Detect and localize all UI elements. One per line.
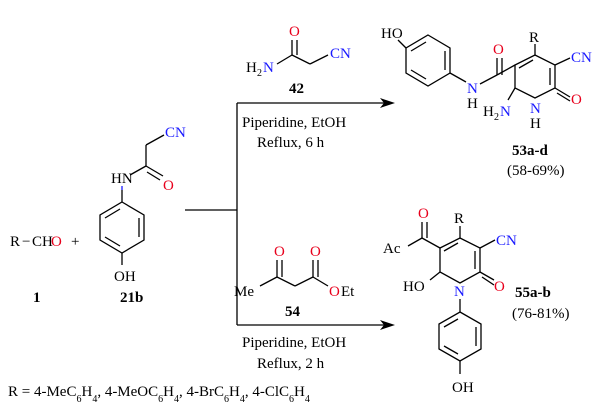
conditions-top-line2: Reflux, 6 h [257, 135, 325, 151]
reagent-54-oet-et: Et [341, 284, 355, 300]
product-55-r: R [454, 211, 464, 227]
amide-oh: OH [114, 269, 136, 285]
reagent-42-cn: CN [330, 46, 351, 62]
product-53-ring-o: O [571, 92, 582, 108]
conditions-top-line1: Piperidine, EtOH [242, 115, 346, 131]
amide-nh: HN [111, 171, 133, 187]
reagent-42-n: N [263, 60, 274, 76]
amide-21b: HN O CN OH 21b [99, 125, 186, 306]
reagent-42: H 2 N O CN 42 [246, 24, 351, 97]
product-55-acyl-o: O [418, 206, 429, 222]
plus-sign: + [71, 234, 79, 250]
product-53-yield: (58-69%) [507, 163, 564, 179]
aldehyde-dash: − [22, 234, 30, 250]
product-53-h2n-n: N [500, 104, 511, 120]
compound-label-53: 53a-d [512, 143, 548, 159]
reagent-54: Me O O O Et 54 [234, 244, 355, 320]
product-53-h2n-h: H [483, 104, 494, 120]
product-55-oh: OH [452, 380, 474, 396]
product-53-ho: HO [381, 26, 403, 42]
reagent-54-o2: O [310, 244, 321, 260]
aldehyde-ch: CH [32, 234, 53, 250]
compound-label-1: 1 [33, 290, 41, 306]
reagent-54-o1: O [274, 244, 285, 260]
product-55-yield: (76-81%) [512, 306, 569, 322]
reagent-54-oet-o: O [329, 284, 340, 300]
product-55-ho: HO [403, 279, 425, 295]
product-55: O Ac R CN HO O N OH 55a-b (76-81%) [383, 206, 569, 396]
amide-carbonyl-o: O [163, 178, 174, 194]
product-55-cn: CN [496, 233, 517, 249]
aldehyde-o: O [51, 234, 62, 250]
compound-label-55: 55a-b [515, 285, 551, 301]
compound-label-21b: 21b [120, 290, 143, 306]
product-53-amide-h: H [467, 96, 478, 112]
product-53-amide-o: O [493, 42, 504, 58]
conditions-bottom-line2: Reflux, 2 h [257, 356, 325, 372]
aldehyde-r: R [10, 234, 20, 250]
conditions-bottom-line1: Piperidine, EtOH [242, 335, 346, 351]
aldehyde-1: R − CH O + 1 [10, 234, 79, 306]
product-53-r: R [529, 30, 539, 46]
compound-label-42: 42 [289, 81, 304, 97]
product-53-ring-h: H [530, 116, 541, 132]
reagent-42-o: O [289, 24, 300, 40]
reagent-54-me: Me [234, 284, 254, 300]
reagent-42-h-sub: 2 [257, 68, 262, 79]
product-53-amide-n: N [467, 81, 478, 97]
product-55-ring-n: N [454, 284, 465, 300]
amide-cn: CN [165, 125, 186, 141]
product-53: HO N H O R CN O H 2 N N H 53a-d (58-69%) [381, 26, 592, 179]
product-53-h2n-sub: 2 [494, 112, 499, 123]
reagent-42-h: H [246, 60, 257, 76]
product-53-ring-n: N [530, 101, 541, 117]
compound-label-54: 54 [285, 304, 301, 320]
reaction-arrows [185, 98, 395, 330]
product-53-cn: CN [571, 50, 592, 66]
r-group-definitions: R = 4-MeC6H4, 4-MeOC6H4, 4-BrC6H4, 4-ClC… [8, 384, 310, 405]
product-55-ring-o: O [494, 279, 505, 295]
product-55-ac: Ac [383, 241, 401, 257]
